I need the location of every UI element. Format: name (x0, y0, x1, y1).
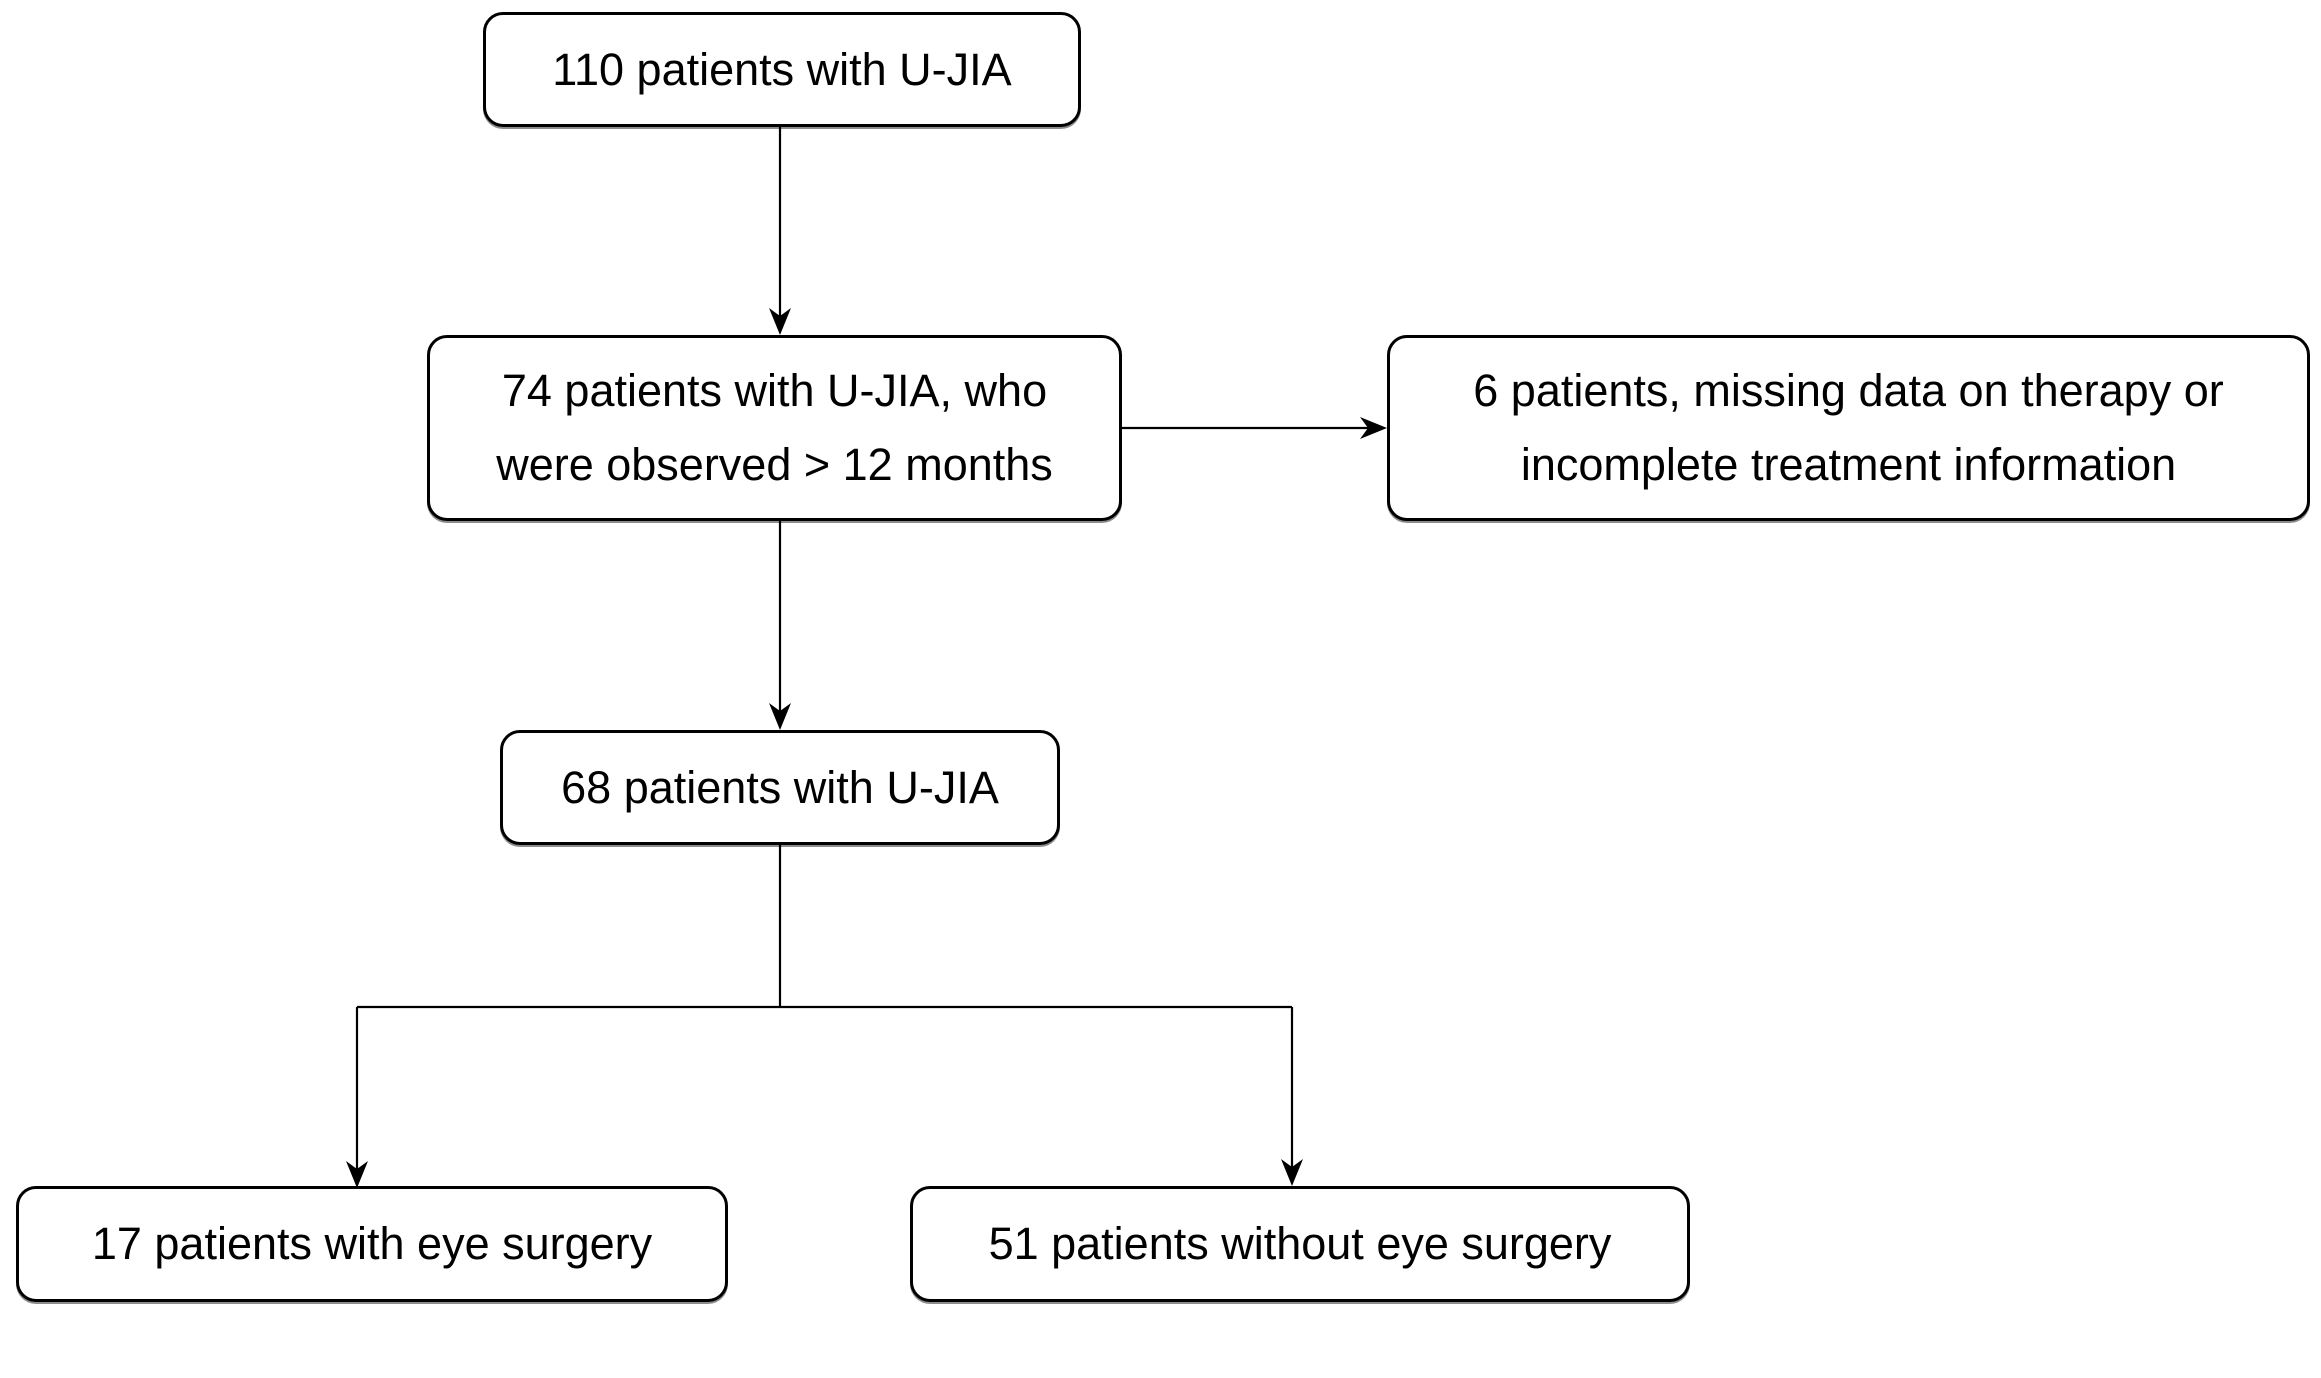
node-51-patients-no-eye-surgery: 51 patients without eye surgery (910, 1186, 1690, 1302)
node-51-patients-no-eye-surgery-label: 51 patients without eye surgery (988, 1218, 1612, 1269)
node-6-patients-excluded-label: 6 patients, missing data on therapy or i… (1473, 365, 2224, 490)
node-6-patients-excluded: 6 patients, missing data on therapy or i… (1387, 335, 2310, 521)
node-17-patients-eye-surgery-label: 17 patients with eye surgery (91, 1218, 653, 1269)
arrow-110-to-74 (769, 127, 791, 335)
node-110-patients-ujia-label: 110 patients with U-JIA (552, 43, 1012, 95)
arrow-74-to-68 (769, 521, 791, 730)
node-68-patients-ujia-label: 68 patients with U-JIA (561, 761, 999, 813)
arrow-68-to-51 (1281, 1007, 1303, 1186)
node-110-patients-ujia: 110 patients with U-JIA (483, 12, 1081, 127)
branch-connector-68 (357, 845, 1292, 1009)
node-68-patients-ujia: 68 patients with U-JIA (500, 730, 1060, 845)
node-74-patients-observed-label: 74 patients with U-JIA, who were observe… (496, 365, 1053, 490)
node-17-patients-eye-surgery: 17 patients with eye surgery (16, 1186, 728, 1302)
node-74-patients-observed: 74 patients with U-JIA, who were observe… (427, 335, 1122, 521)
arrow-68-to-17 (346, 1007, 368, 1188)
arrow-74-to-6 (1122, 417, 1387, 439)
